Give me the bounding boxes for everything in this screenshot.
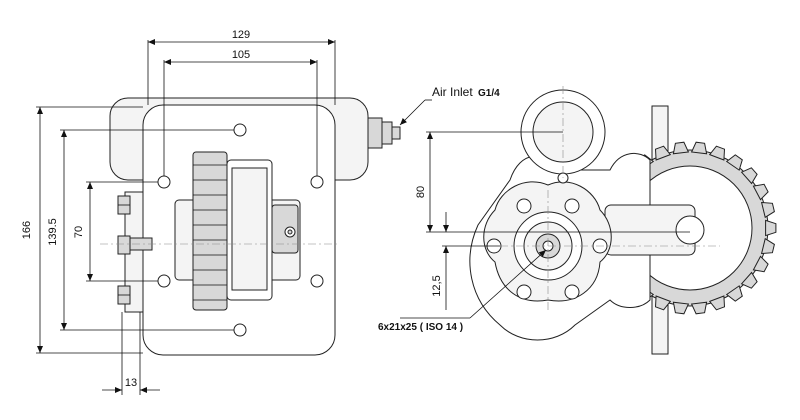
gear-tooth (725, 285, 743, 302)
dim-offset-lower: 12,5 (431, 275, 443, 296)
bolt-top (117, 195, 131, 215)
flange-hole-1 (516, 198, 532, 214)
bolt-bottom (117, 285, 131, 305)
mount-hole-right-lower (310, 274, 324, 288)
gear-tooth (765, 219, 777, 237)
flange-hole-2 (564, 198, 580, 214)
side-dimensions: 129 105 166 139.5 70 13 (21, 29, 336, 395)
dim-width-total: 129 (232, 29, 250, 41)
gear-tooth (690, 301, 708, 315)
air-inlet-fitting (367, 117, 383, 149)
gear-side (192, 151, 228, 311)
gear-tooth (672, 301, 690, 315)
gear-tooth (708, 145, 726, 161)
gear-tooth (672, 141, 690, 155)
mount-hole-left-upper (157, 175, 171, 189)
gear-tooth (752, 183, 769, 201)
front-dimensions: 80 12,5 (415, 131, 690, 310)
dim-flange-width: 13 (125, 377, 137, 389)
gear-tooth (654, 295, 672, 311)
shaft-spec-label: 6x21x25 ( ISO 14 ) (378, 322, 463, 333)
mount-hole-top (233, 123, 247, 137)
dim-offset-upper: 80 (415, 186, 427, 198)
gear-tooth (725, 154, 743, 171)
gear-tooth (760, 201, 775, 219)
dim-width-holes: 105 (232, 49, 250, 61)
gear-teeth-side (193, 164, 227, 301)
side-view (100, 97, 401, 356)
shift-fork (271, 204, 299, 254)
gear-tooth (740, 271, 758, 289)
gear-tooth (752, 255, 769, 273)
flange-hole-6 (564, 284, 580, 300)
dim-height-holes: 139.5 (47, 218, 59, 246)
air-inlet-thread: G1/4 (478, 88, 500, 99)
dim-height-bolts: 70 (73, 226, 85, 238)
gear-tooth (654, 145, 672, 161)
gear-tooth (690, 141, 708, 155)
output-hub-bore (675, 215, 705, 245)
flange-hole-5 (516, 284, 532, 300)
gear-tooth (740, 167, 758, 185)
air-inlet-label: Air Inlet (432, 85, 473, 99)
mount-hole-right-upper (310, 175, 324, 189)
gear-tooth (708, 295, 726, 311)
dim-height-total: 166 (21, 221, 33, 239)
labels: Air Inlet G1/4 6x21x25 ( ISO 14 ) (378, 85, 547, 333)
front-view (469, 86, 777, 355)
mount-hole-left-lower (157, 274, 171, 288)
gear-tooth (760, 237, 775, 255)
mount-hole-bottom (233, 323, 247, 337)
